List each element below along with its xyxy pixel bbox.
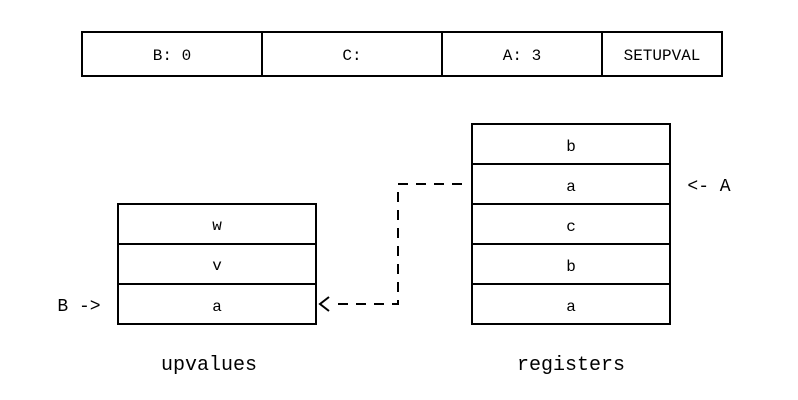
instruction-field-c-label: C: bbox=[342, 47, 361, 65]
instruction-field-b bbox=[81, 31, 263, 77]
upvalue-cell-label: a bbox=[212, 298, 222, 316]
instruction-opcode bbox=[601, 31, 723, 77]
register-cell bbox=[471, 243, 671, 285]
instruction-bar: B: 0 C: A: 3 SETUPVAL bbox=[81, 31, 723, 77]
instruction-field-a-label: A: 3 bbox=[503, 47, 541, 65]
instruction-field-c bbox=[261, 31, 443, 77]
register-cell bbox=[471, 283, 671, 325]
instruction-opcode-label: SETUPVAL bbox=[624, 47, 701, 65]
register-cell bbox=[471, 203, 671, 245]
register-pointer-a: <- A bbox=[687, 177, 730, 197]
instruction-field-b-label: B: 0 bbox=[153, 47, 191, 65]
register-cell-label: c bbox=[566, 218, 576, 236]
register-cell bbox=[471, 123, 671, 165]
dashed-connector-line bbox=[330, 183, 462, 305]
registers-stack: b a c b a bbox=[471, 123, 671, 325]
upvalue-cell-label: v bbox=[212, 257, 222, 275]
registers-caption: registers bbox=[517, 354, 625, 377]
upvalue-cell bbox=[117, 243, 317, 285]
upvalue-pointer-b: B -> bbox=[57, 297, 100, 317]
register-cell-label: b bbox=[566, 138, 576, 156]
register-cell-label: a bbox=[566, 178, 576, 196]
upvalues-stack: w v a bbox=[117, 203, 317, 325]
setupval-connector bbox=[318, 183, 462, 312]
instruction-field-a bbox=[441, 31, 603, 77]
upvalue-cell-label: w bbox=[212, 217, 222, 235]
register-cell-label: a bbox=[566, 298, 576, 316]
register-cell-label: b bbox=[566, 258, 576, 276]
upvalue-cell-target bbox=[117, 283, 317, 325]
upvalues-caption: upvalues bbox=[161, 354, 257, 377]
arrowhead-icon bbox=[318, 296, 330, 312]
